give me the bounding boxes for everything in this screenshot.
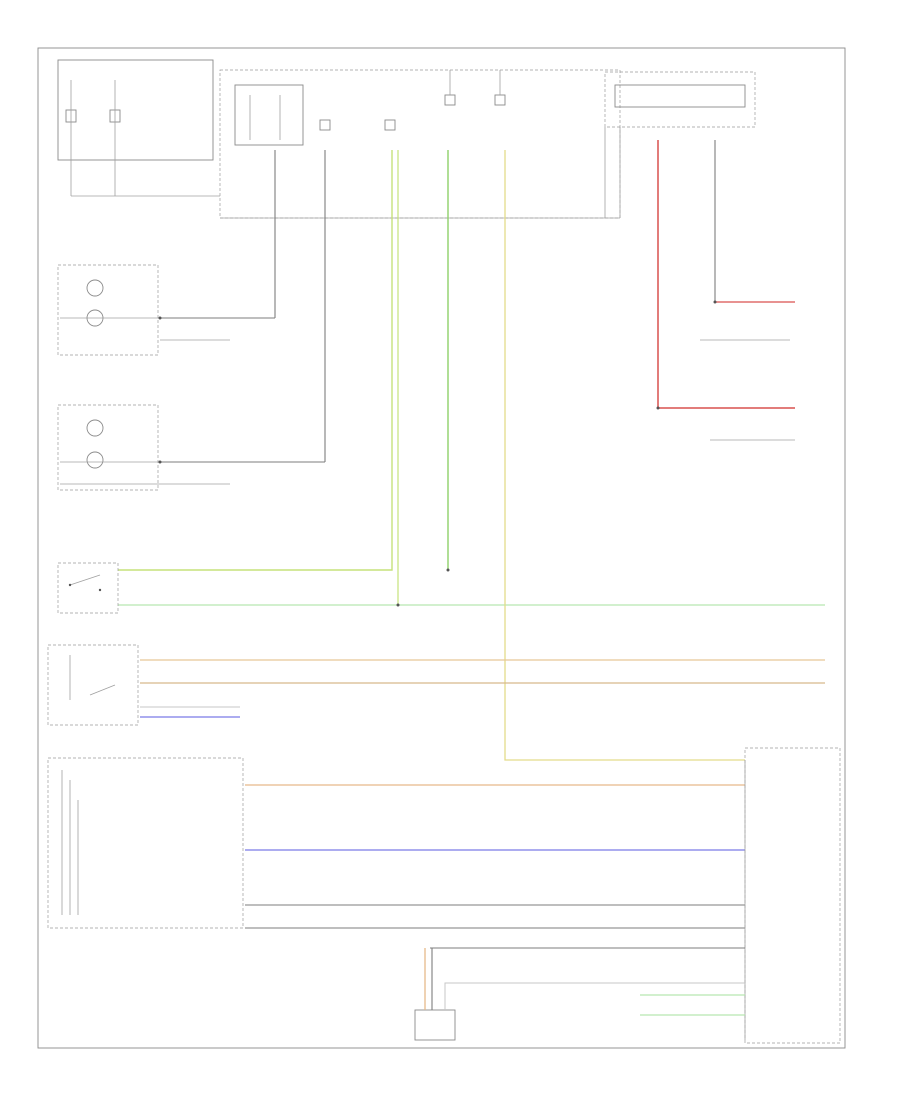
fuse-box-top xyxy=(57,59,621,219)
right-headlamp xyxy=(57,264,230,356)
instrument-cluster xyxy=(744,747,841,1044)
steering-column-switch xyxy=(47,757,244,929)
left-headlamp xyxy=(57,404,230,491)
diagram-frame xyxy=(37,47,846,1049)
combination-switch xyxy=(47,644,139,726)
module-bottom xyxy=(414,948,456,1041)
brake-switch xyxy=(57,562,119,614)
fuse-box-right xyxy=(604,71,756,218)
